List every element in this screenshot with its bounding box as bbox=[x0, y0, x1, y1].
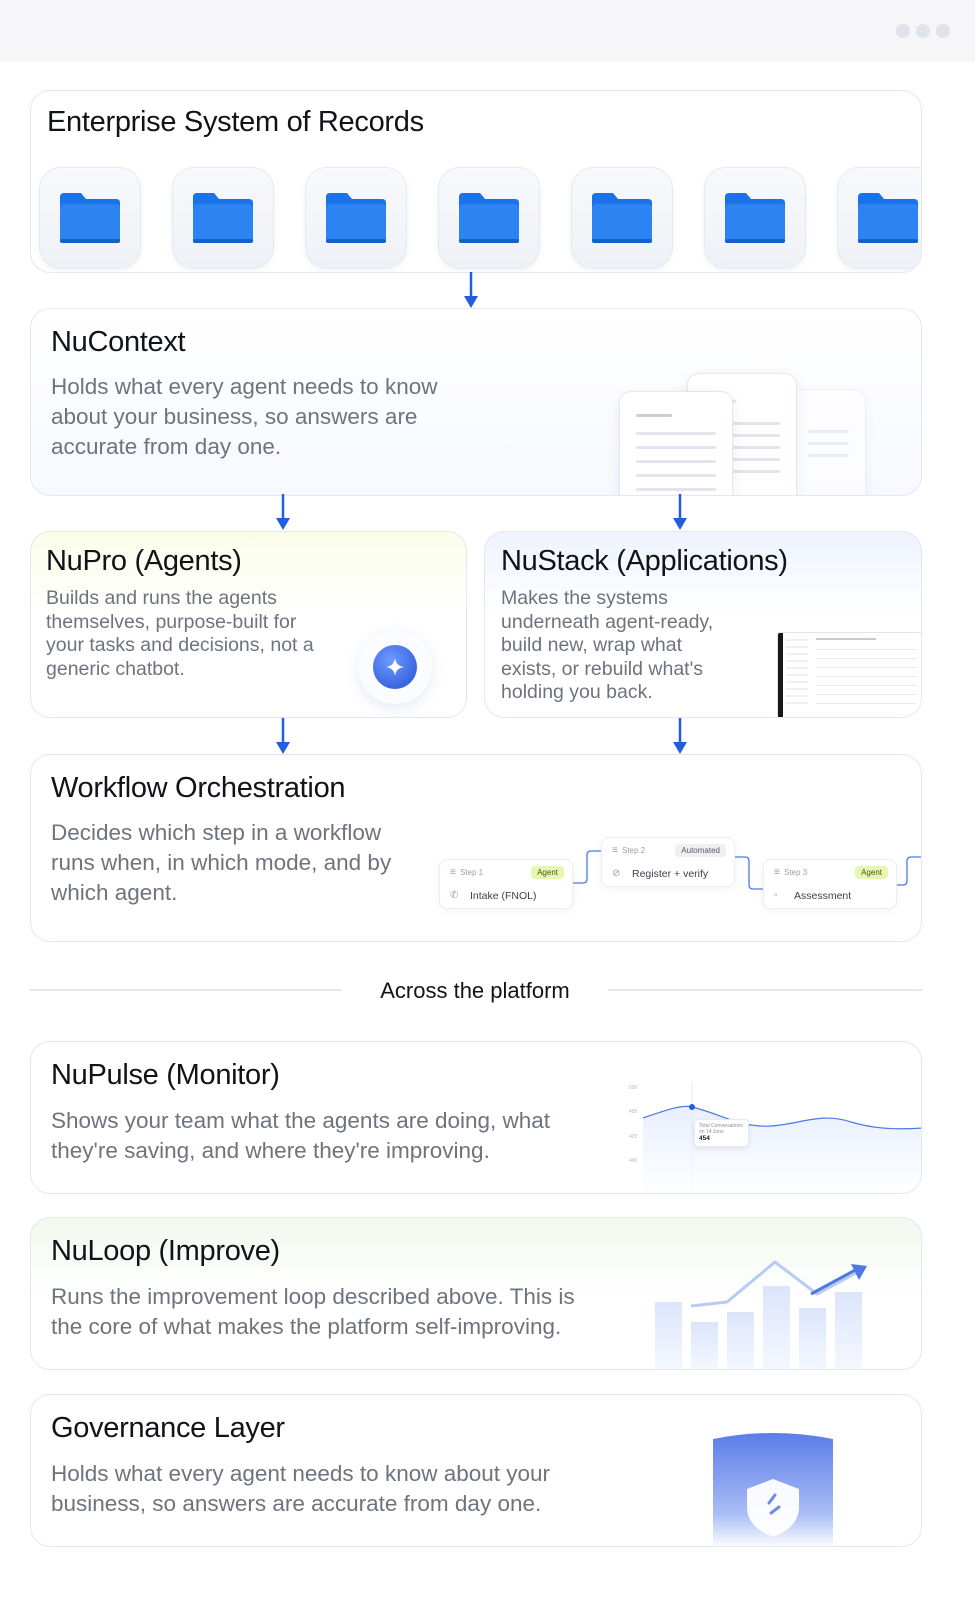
nuloop-card: NuLoop (Improve) Runs the improvement lo… bbox=[30, 1217, 922, 1370]
list-icon: ≡ bbox=[774, 867, 780, 878]
workflow-step-node[interactable]: ≡ Step 1 Agent ✆ Intake (FNOL) bbox=[439, 859, 573, 909]
nustack-card: NuStack (Applications) Makes the systems… bbox=[484, 531, 922, 718]
workflow-step-node[interactable]: ≡ Step 2 Automated ⊘ Register + verify bbox=[601, 837, 735, 887]
governance-card: Governance Layer Holds what every agent … bbox=[30, 1394, 922, 1547]
nustack-desc: Makes the systems underneath agent-ready… bbox=[501, 587, 714, 703]
connector-line bbox=[735, 856, 763, 890]
folder-icon bbox=[592, 193, 652, 243]
agent-orb[interactable] bbox=[358, 630, 432, 704]
records-title: Enterprise System of Records bbox=[47, 106, 424, 138]
line-chart-graphic bbox=[642, 1082, 921, 1193]
workflow-card: Workflow Orchestration Decides which ste… bbox=[30, 754, 922, 942]
nucontext-card: NuContext Holds what every agent needs t… bbox=[30, 308, 922, 496]
folder-tile[interactable] bbox=[39, 167, 141, 269]
nucontext-title: NuContext bbox=[51, 326, 186, 358]
folder-icon bbox=[725, 193, 785, 243]
nupro-title: NuPro (Agents) bbox=[46, 545, 242, 577]
records-card: Enterprise System of Records bbox=[30, 90, 922, 273]
governance-desc: Holds what every agent needs to know abo… bbox=[51, 1461, 551, 1516]
tooltip-value: 454 bbox=[699, 1135, 710, 1142]
workflow-step-node[interactable]: ≡ Step 3 Agent ▫ Assessment bbox=[763, 859, 897, 909]
folder-icon bbox=[193, 193, 253, 243]
folder-icon bbox=[326, 193, 386, 243]
nupro-desc: Builds and runs the agents themselves, p… bbox=[46, 587, 314, 680]
mode-badge: Agent bbox=[531, 866, 564, 879]
folder-icon bbox=[60, 193, 120, 243]
phone-icon: ✆ bbox=[450, 890, 459, 901]
dot-icon bbox=[896, 24, 910, 38]
window-top-bar bbox=[0, 0, 975, 62]
arrow-down-icon bbox=[673, 718, 687, 754]
folder-tile[interactable] bbox=[305, 167, 407, 269]
divider-right bbox=[608, 989, 922, 991]
folder-tile[interactable] bbox=[704, 167, 806, 269]
arrow-down-icon bbox=[464, 272, 478, 308]
nupro-card: NuPro (Agents) Builds and runs the agent… bbox=[30, 531, 467, 718]
section-label: Across the platform bbox=[380, 978, 570, 1003]
folder-icon bbox=[858, 193, 918, 243]
dot-icon bbox=[916, 24, 930, 38]
check-circle-icon: ⊘ bbox=[612, 868, 621, 879]
window-menu-dots[interactable] bbox=[896, 24, 950, 38]
document-icon bbox=[619, 391, 733, 495]
axis-tick: 425 bbox=[629, 1134, 638, 1140]
nupulse-title: NuPulse (Monitor) bbox=[51, 1059, 280, 1091]
workflow-desc: Decides which step in a workflow runs wh… bbox=[51, 820, 392, 905]
nustack-title: NuStack (Applications) bbox=[501, 545, 788, 577]
nuloop-desc: Runs the improvement loop described abov… bbox=[51, 1284, 575, 1339]
step-number: Step 1 bbox=[460, 868, 484, 877]
nupulse-card: NuPulse (Monitor) Shows your team what t… bbox=[30, 1041, 922, 1194]
chart-tooltip: Total Conversations on 14 June 454 bbox=[694, 1119, 749, 1147]
shield-icon bbox=[713, 1433, 833, 1546]
list-icon: ≡ bbox=[612, 845, 618, 856]
arrow-down-icon bbox=[276, 718, 290, 754]
folder-tile[interactable] bbox=[837, 167, 921, 269]
nucontext-desc: Holds what every agent needs to know abo… bbox=[51, 374, 438, 459]
step-label: Intake (FNOL) bbox=[470, 890, 537, 902]
folder-icon bbox=[459, 193, 519, 243]
folder-tile[interactable] bbox=[571, 167, 673, 269]
connector-line bbox=[573, 850, 601, 884]
document-icon: ▫ bbox=[774, 890, 778, 901]
nupulse-desc: Shows your team what the agents are doin… bbox=[51, 1108, 551, 1163]
step-number: Step 3 bbox=[784, 868, 808, 877]
dot-icon bbox=[936, 24, 950, 38]
app-screenshot bbox=[777, 632, 921, 717]
mode-badge: Automated bbox=[675, 844, 726, 857]
axis-tick: 500 bbox=[629, 1085, 638, 1091]
nuloop-title: NuLoop (Improve) bbox=[51, 1235, 280, 1267]
axis-tick: 450 bbox=[629, 1109, 638, 1115]
step-label: Assessment bbox=[794, 890, 852, 902]
folder-row bbox=[39, 167, 921, 269]
step-label: Register + verify bbox=[632, 868, 709, 880]
connector-line bbox=[897, 856, 921, 886]
mode-badge: Agent bbox=[855, 866, 888, 879]
growth-chart-icon bbox=[655, 1260, 867, 1369]
sparkle-icon bbox=[373, 645, 417, 689]
arrow-down-icon bbox=[276, 494, 290, 530]
list-icon: ≡ bbox=[450, 867, 456, 878]
tooltip-label: Total Conversations on 14 June bbox=[699, 1123, 743, 1135]
divider-left bbox=[30, 989, 342, 991]
axis-tick: 400 bbox=[629, 1158, 638, 1164]
arrow-down-icon bbox=[673, 494, 687, 530]
step-number: Step 2 bbox=[622, 846, 646, 855]
workflow-title: Workflow Orchestration bbox=[51, 772, 346, 804]
folder-tile[interactable] bbox=[172, 167, 274, 269]
folder-tile[interactable] bbox=[438, 167, 540, 269]
governance-title: Governance Layer bbox=[51, 1412, 285, 1444]
document-icon bbox=[791, 389, 866, 495]
